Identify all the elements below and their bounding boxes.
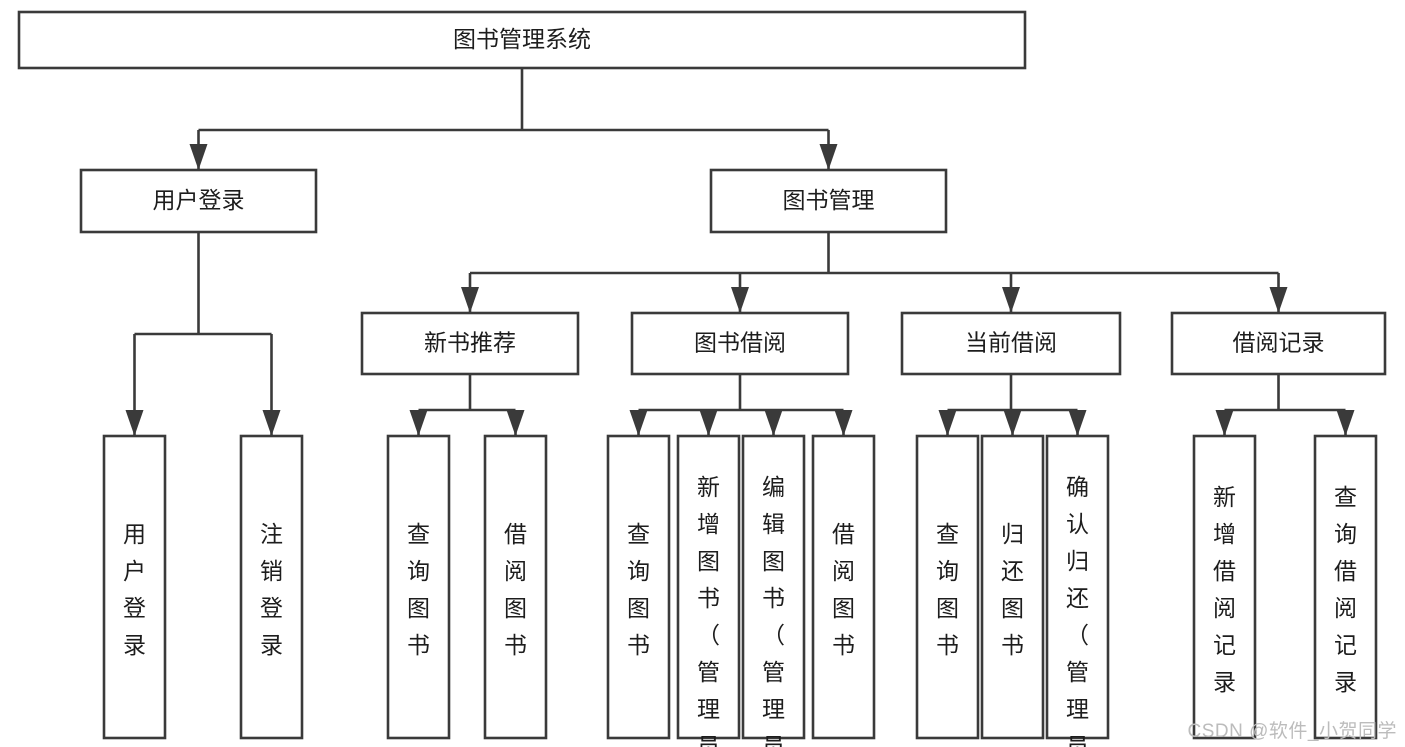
node-box bbox=[606, 434, 671, 740]
node-box bbox=[915, 434, 980, 740]
node-layer: 图书管理系统用户登录用户登录注销登录图书管理新书推荐查询图书借阅图书图书借阅查询… bbox=[17, 10, 1387, 747]
arrow-head-icon bbox=[1215, 410, 1234, 436]
node-label: 查询图书 bbox=[936, 521, 959, 658]
flow-node[interactable]: 图书管理 bbox=[709, 168, 948, 234]
arrow-head-icon bbox=[1002, 287, 1020, 313]
node-box bbox=[386, 434, 451, 740]
arrow-head-icon bbox=[629, 410, 648, 436]
flow-node[interactable]: 查询图书 bbox=[386, 434, 451, 740]
node-box bbox=[1313, 434, 1378, 740]
flow-node[interactable]: 新增图书（管理员） bbox=[676, 434, 741, 747]
node-label: 用户登录 bbox=[123, 521, 146, 658]
arrow-head-icon bbox=[834, 410, 853, 436]
node-label: 图书管理系统 bbox=[453, 26, 591, 52]
node-label: 借阅图书 bbox=[504, 521, 527, 658]
arrow-head-icon bbox=[1003, 410, 1022, 436]
node-box bbox=[741, 434, 806, 740]
node-label: 新增借阅记录 bbox=[1213, 484, 1236, 695]
node-label: 编辑图书（管理员） bbox=[762, 474, 785, 747]
flow-node[interactable]: 借阅图书 bbox=[811, 434, 876, 740]
connector-layer bbox=[125, 68, 1355, 436]
arrow-head-icon bbox=[409, 410, 428, 436]
node-label: 查询图书 bbox=[407, 521, 430, 658]
flow-node[interactable]: 查询借阅记录 bbox=[1313, 434, 1378, 740]
arrow-head-icon bbox=[125, 410, 144, 436]
flow-node[interactable]: 借阅图书 bbox=[483, 434, 548, 740]
flow-node[interactable]: 借阅记录 bbox=[1170, 311, 1387, 376]
flow-node[interactable]: 查询图书 bbox=[915, 434, 980, 740]
node-label: 查询图书 bbox=[627, 521, 650, 658]
node-label: 确认归还（管理员） bbox=[1066, 474, 1089, 747]
node-box bbox=[360, 311, 580, 376]
node-label: 当前借阅 bbox=[965, 330, 1057, 356]
node-box bbox=[630, 311, 850, 376]
flow-node[interactable]: 当前借阅 bbox=[900, 311, 1122, 376]
node-label: 新增图书（管理员） bbox=[697, 474, 720, 747]
flow-node[interactable]: 归还图书 bbox=[980, 434, 1045, 740]
node-label: 图书借阅 bbox=[694, 330, 786, 356]
flow-node[interactable]: 注销登录 bbox=[239, 434, 304, 740]
node-label: 新书推荐 bbox=[424, 330, 516, 356]
arrow-head-icon bbox=[1269, 287, 1288, 313]
node-label: 归还图书 bbox=[1001, 521, 1024, 658]
arrow-head-icon bbox=[1068, 410, 1087, 436]
flow-node[interactable]: 查询图书 bbox=[606, 434, 671, 740]
node-box bbox=[79, 168, 318, 234]
arrow-head-icon bbox=[506, 410, 525, 436]
node-label: 注销登录 bbox=[260, 521, 283, 658]
arrow-head-icon bbox=[1336, 410, 1355, 436]
node-box bbox=[1192, 434, 1257, 740]
flow-node[interactable]: 编辑图书（管理员） bbox=[741, 434, 806, 747]
node-label: 图书管理 bbox=[783, 187, 875, 213]
node-label: 借阅记录 bbox=[1233, 330, 1325, 356]
node-box bbox=[483, 434, 548, 740]
flow-node[interactable]: 图书借阅 bbox=[630, 311, 850, 376]
node-box bbox=[239, 434, 304, 740]
node-box bbox=[980, 434, 1045, 740]
flow-node[interactable]: 新书推荐 bbox=[360, 311, 580, 376]
node-label: 借阅图书 bbox=[832, 521, 855, 658]
arrow-head-icon bbox=[189, 144, 208, 170]
arrow-head-icon bbox=[764, 410, 783, 436]
flow-node[interactable]: 确认归还（管理员） bbox=[1045, 434, 1110, 747]
arrow-head-icon bbox=[699, 410, 718, 436]
arrow-head-icon bbox=[819, 144, 838, 170]
node-box bbox=[676, 434, 741, 740]
arrow-head-icon bbox=[262, 410, 281, 436]
flow-node[interactable]: 用户登录 bbox=[79, 168, 318, 234]
node-box bbox=[811, 434, 876, 740]
node-box bbox=[1170, 311, 1387, 376]
node-box bbox=[709, 168, 948, 234]
node-box bbox=[17, 10, 1027, 70]
arrow-head-icon bbox=[461, 287, 479, 313]
node-label: 查询借阅记录 bbox=[1334, 484, 1357, 695]
flow-node[interactable]: 图书管理系统 bbox=[17, 10, 1027, 70]
node-label: 用户登录 bbox=[153, 187, 245, 213]
node-box bbox=[900, 311, 1122, 376]
node-box bbox=[1045, 434, 1110, 740]
node-box bbox=[102, 434, 167, 740]
arrow-head-icon bbox=[938, 410, 957, 436]
flow-node[interactable]: 用户登录 bbox=[102, 434, 167, 740]
arrow-head-icon bbox=[731, 287, 749, 313]
flow-node[interactable]: 新增借阅记录 bbox=[1192, 434, 1257, 740]
